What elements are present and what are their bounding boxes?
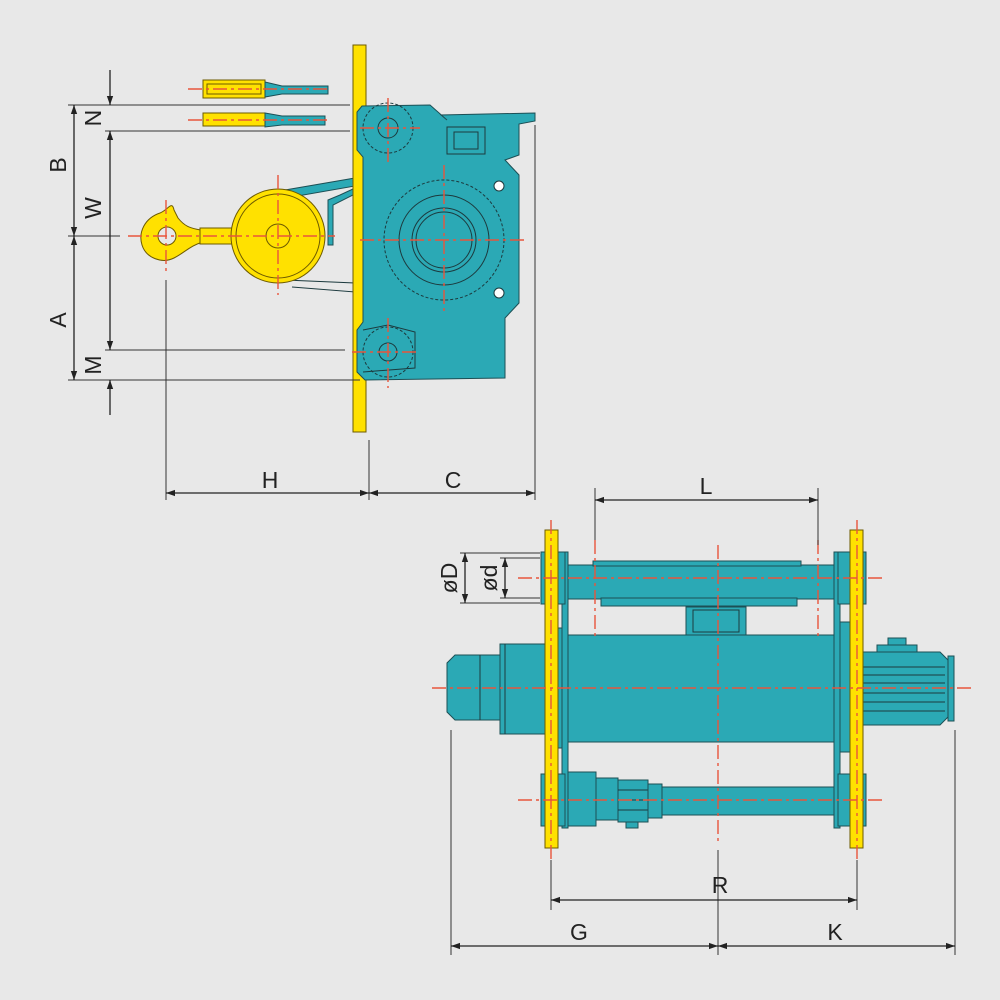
dim-label-h: H: [262, 467, 279, 493]
winch-body: [356, 104, 536, 381]
left-motor: [499, 643, 549, 735]
dim-label-outer-diameter: øD: [436, 563, 462, 594]
dim-label-c: C: [445, 467, 462, 493]
bracket: [685, 606, 747, 636]
dim-label-a: A: [45, 312, 71, 328]
dim-label-l: L: [700, 473, 713, 499]
dim-label-r: R: [712, 872, 729, 898]
side-view: N B W A M H C: [45, 44, 536, 500]
top-shaft: [564, 564, 838, 600]
dim-label-g: G: [570, 919, 588, 945]
dim-label-inner-diameter: ød: [476, 565, 502, 592]
dim-label-w: W: [80, 197, 106, 219]
gear: [617, 779, 649, 823]
dim-label-k: K: [827, 919, 843, 945]
dim-label-m: M: [80, 355, 106, 374]
dim-label-b: B: [45, 157, 71, 172]
front-view: L øD ød R G K: [432, 473, 975, 955]
dim-label-n: N: [80, 110, 106, 127]
